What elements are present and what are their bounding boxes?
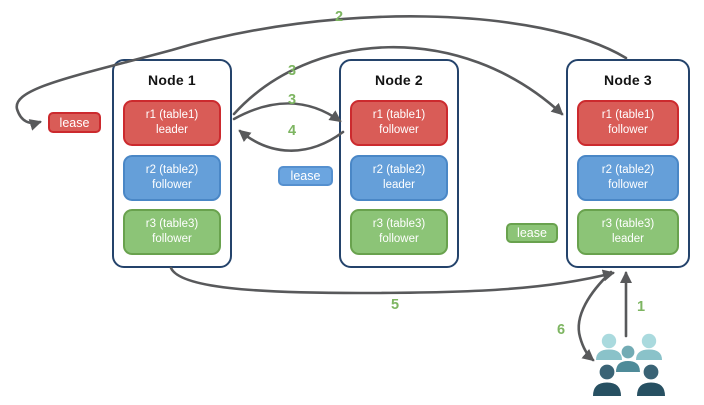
step-label-3a: 3	[287, 63, 297, 79]
node-1-title: Node 1	[148, 72, 196, 88]
step-label-3b: 3	[287, 92, 297, 108]
node-2-box: Node 2 r1 (table1) follower r2 (table2) …	[339, 59, 459, 268]
node-2-title: Node 2	[375, 72, 423, 88]
user-back-left	[596, 333, 622, 360]
replica-name: r1 (table1)	[145, 109, 199, 122]
step-label-6: 6	[556, 322, 566, 338]
node3-r2-replica: r2 (table2) follower	[577, 155, 679, 201]
replica-name: r2 (table2)	[601, 164, 655, 177]
replica-role: follower	[608, 124, 648, 136]
step-label-4: 4	[287, 123, 297, 139]
node2-r1-replica: r1 (table1) follower	[350, 100, 448, 146]
node1-r2-replica: r2 (table2) follower	[123, 155, 221, 201]
replica-role: leader	[383, 179, 415, 191]
lease-tag-r2: lease	[278, 166, 333, 186]
replica-role: follower	[152, 179, 192, 191]
replica-role: follower	[608, 179, 648, 191]
step-label-2: 2	[334, 9, 344, 25]
node1-r3-replica: r3 (table3) follower	[123, 209, 221, 255]
node3-r1-replica: r1 (table1) follower	[577, 100, 679, 146]
replica-role: follower	[379, 124, 419, 136]
node3-r3-replica: r3 (table3) leader	[577, 209, 679, 255]
node-1-box: Node 1 r1 (table1) leader r2 (table2) fo…	[112, 59, 232, 268]
node1-r1-replica: r1 (table1) leader	[123, 100, 221, 146]
replica-name: r3 (table3)	[145, 218, 199, 231]
node-3-box: Node 3 r1 (table1) follower r2 (table2) …	[566, 59, 690, 268]
step-label-1: 1	[636, 299, 646, 315]
node2-r3-replica: r3 (table3) follower	[350, 209, 448, 255]
user-middle	[616, 345, 640, 372]
replica-name: r2 (table2)	[372, 164, 426, 177]
node2-r2-replica: r2 (table2) leader	[350, 155, 448, 201]
replica-name: r3 (table3)	[601, 218, 655, 231]
replica-name: r2 (table2)	[145, 164, 199, 177]
replica-role: follower	[379, 233, 419, 245]
arrow-step-6	[577, 270, 613, 362]
replica-name: r1 (table1)	[601, 109, 655, 122]
user-back-right	[636, 333, 662, 360]
replica-role: follower	[152, 233, 192, 245]
step-label-5: 5	[390, 297, 400, 313]
user-front-left	[593, 364, 621, 396]
replica-name: r3 (table3)	[372, 218, 426, 231]
replica-role: leader	[612, 233, 644, 245]
arrow-step-5	[169, 266, 615, 295]
node-3-title: Node 3	[604, 72, 652, 88]
arrow-step-2	[15, 15, 628, 131]
replica-name: r1 (table1)	[372, 109, 426, 122]
replica-role: leader	[156, 124, 188, 136]
user-front-right	[637, 364, 665, 396]
lease-tag-r3: lease	[506, 223, 558, 243]
users-icon	[593, 333, 665, 396]
lease-tag-r1: lease	[48, 112, 101, 133]
